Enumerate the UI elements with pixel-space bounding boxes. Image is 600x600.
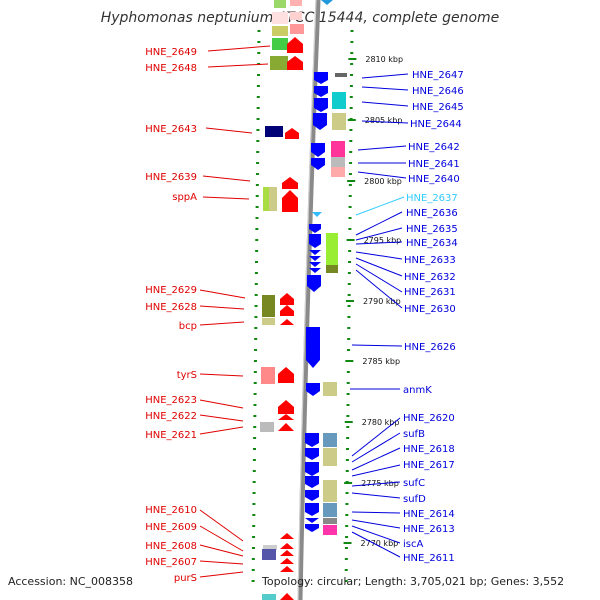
gene-label-right: anmK [403,385,432,396]
kbp-scale: 2810 kbp 2805 kbp 2800 kbp 2795 kbp 2790 kbp… [343,55,403,548]
gene-label-right: HNE_2647 [412,70,464,81]
kbp-label: 2790 kbp [363,297,401,306]
gene-label-right: HNE_2635 [406,224,458,235]
gene-label-left: purS [174,573,197,584]
gene-label-right: HNE_2645 [412,102,464,113]
gene-label-right: sufD [403,494,426,505]
leader-line-cyan [355,196,405,216]
kbp-label: 2780 kbp [362,418,400,427]
gene-label-right: sufC [403,478,425,489]
gene-label-left: bcp [179,321,197,332]
gene-label-left: HNE_2621 [145,430,197,441]
right-strand-features [305,0,347,535]
gene-label-right: sufB [403,429,425,440]
genome-backbone-highlight [297,0,317,600]
gene-label-right: HNE_2626 [404,342,456,353]
kbp-label: 2800 kbp [364,177,402,186]
right-gene-labels: HNE_2647HNE_2646HNE_2645HNE_2644HNE_2642… [403,70,464,564]
gene-label-right: HNE_2634 [406,238,458,249]
left-leader-lines [199,45,271,578]
left-track-line [251,29,261,591]
gene-label-right: HNE_2617 [403,460,455,471]
right-leader-lines [350,73,409,558]
gene-label-left: HNE_2622 [145,411,197,422]
right-track-line [344,29,354,591]
topology-label: Topology: circular; Length: 3,705,021 bp… [262,575,565,588]
gene-label-left: HNE_2608 [145,541,197,552]
kbp-label: 2810 kbp [365,55,403,64]
gene-label-right: HNE_2630 [404,304,456,315]
gene-label-right: HNE_2618 [403,444,455,455]
gene-label-left: tyrS [177,370,197,381]
gene-label-right: HNE_2611 [403,553,455,564]
gene-label-left: HNE_2643 [145,124,197,135]
gene-label-right: HNE_2620 [403,413,455,424]
genome-backbone [297,0,321,600]
kbp-label: 2805 kbp [365,116,403,125]
accession-label: Accession: NC_008358 [8,575,134,588]
gene-label-right: HNE_2632 [404,272,456,283]
kbp-label: 2785 kbp [362,357,400,366]
gene-label-left: HNE_2609 [145,522,197,533]
gene-label-right: HNE_2631 [404,287,456,298]
gene-label-right: HNE_2646 [412,86,464,97]
gene-label-left: HNE_2649 [145,47,197,58]
kbp-label: 2795 kbp [364,236,402,245]
gene-label-left: HNE_2607 [145,557,197,568]
gene-label-right: HNE_2642 [408,142,460,153]
gene-label-right: iscA [403,539,423,550]
gene-label-left: HNE_2610 [145,505,197,516]
gene-label-left: sppA [172,192,197,203]
gene-label-right: HNE_2613 [403,524,455,535]
gene-label-left: HNE_2648 [145,63,197,74]
gene-label-right: HNE_2640 [408,174,460,185]
gene-label-right: HNE_2637 [406,193,458,204]
gene-label-right: HNE_2633 [404,255,456,266]
gene-label-right: HNE_2641 [408,159,460,170]
gene-label-right: HNE_2644 [410,119,462,130]
gene-label-left: HNE_2623 [145,395,197,406]
gene-label-left: HNE_2628 [145,302,197,313]
gene-label-right: HNE_2614 [403,509,455,520]
gene-label-left: HNE_2629 [145,285,197,296]
gene-label-left: HNE_2639 [145,172,197,183]
gene-label-right: HNE_2636 [406,208,458,219]
kbp-label: 2770 kbp [361,539,399,548]
left-strand-features [260,0,304,600]
